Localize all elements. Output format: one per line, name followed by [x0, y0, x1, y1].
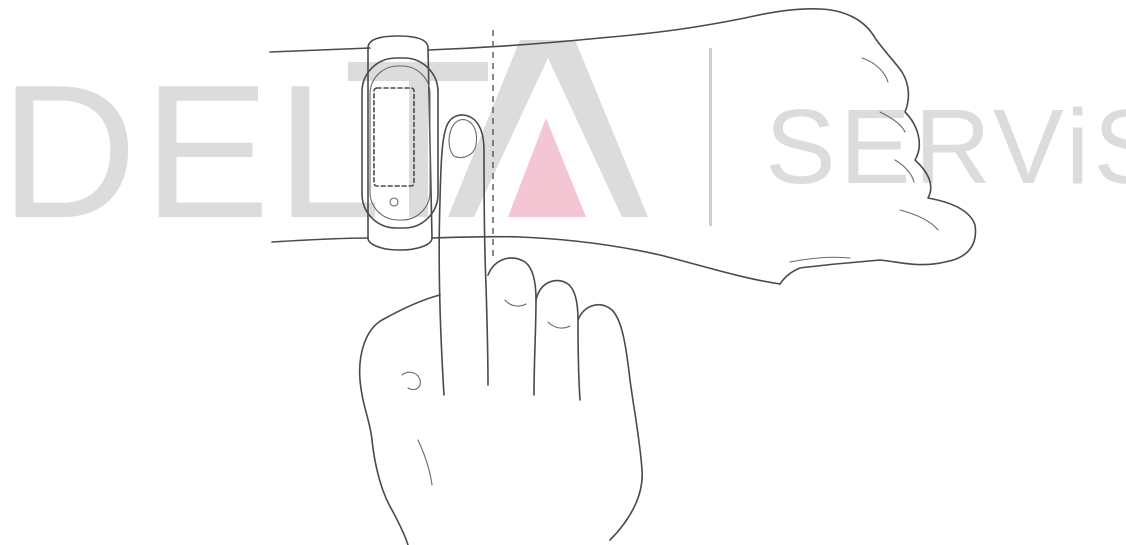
- thumb-crease: [900, 210, 938, 230]
- watermark-brand-left: DEL: [0, 46, 388, 258]
- ring-finger: [536, 281, 580, 400]
- middle-finger: [488, 258, 536, 395]
- ring-knuckle: [548, 322, 570, 328]
- knuckle-crease-1: [862, 58, 888, 82]
- arm-top-edge-right: [428, 9, 820, 50]
- palm-crease: [790, 257, 850, 262]
- index-fingernail: [449, 120, 477, 158]
- middle-knuckle: [505, 300, 526, 306]
- watermark: DEL SERViS: [0, 40, 1126, 258]
- thumb-crease-detail: [402, 372, 420, 389]
- watermark-brand-right: SERViS: [765, 88, 1126, 206]
- watermark-divider: [709, 48, 712, 226]
- thumb: [360, 295, 440, 545]
- watermark-a-accent: [508, 118, 586, 217]
- band-button-icon: [390, 198, 398, 206]
- watermark-t-stem: [409, 62, 428, 217]
- pointing-hand: [360, 115, 643, 545]
- palm-crease-detail: [418, 440, 432, 485]
- little-finger: [578, 305, 642, 540]
